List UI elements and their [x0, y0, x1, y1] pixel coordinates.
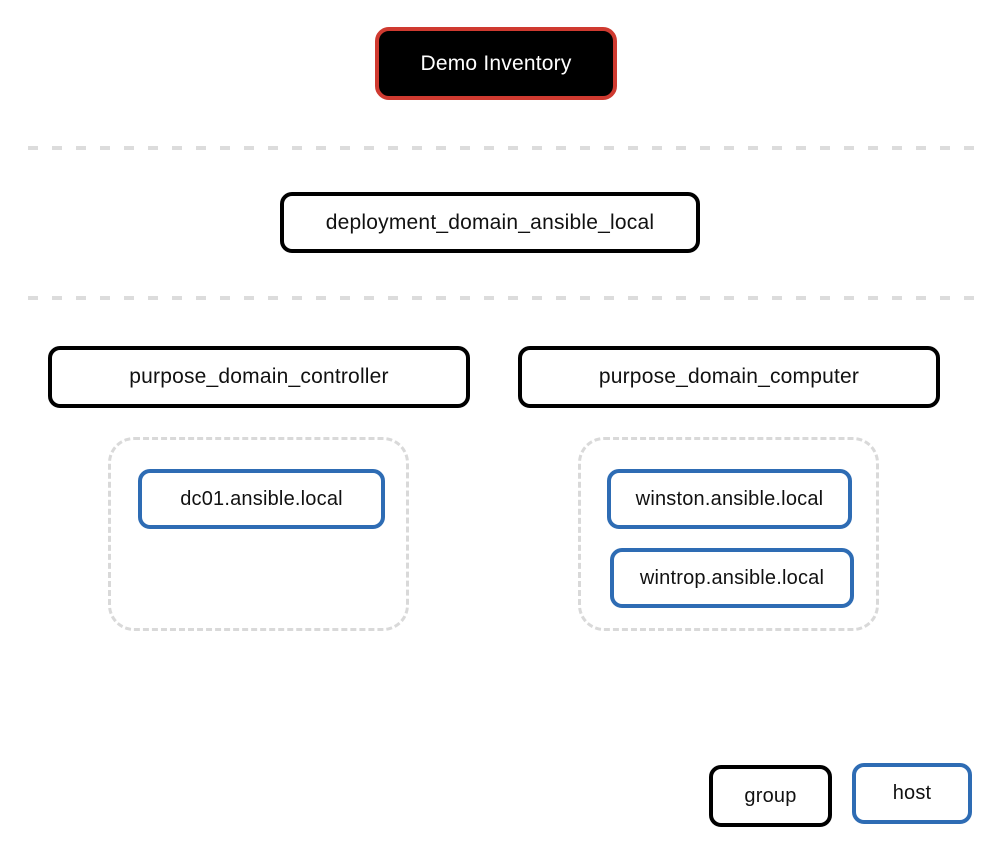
tier-separator-middle	[28, 296, 976, 300]
node-group-purpose-controller: purpose_domain_controller	[48, 346, 470, 408]
node-group-deployment-domain: deployment_domain_ansible_local	[280, 192, 700, 253]
node-group-purpose-computer: purpose_domain_computer	[518, 346, 940, 408]
node-host-dc01: dc01.ansible.local	[138, 469, 385, 529]
node-inventory-root: Demo Inventory	[375, 27, 617, 100]
node-host-winston: winston.ansible.local	[607, 469, 852, 529]
cluster-computer-hosts: winston.ansible.local wintrop.ansible.lo…	[578, 437, 879, 631]
node-host-wintrop: wintrop.ansible.local	[610, 548, 854, 608]
cluster-controller-hosts: dc01.ansible.local	[108, 437, 409, 631]
legend-group-box: group	[709, 765, 832, 827]
tier-separator-top	[28, 146, 976, 150]
legend-host-box: host	[852, 763, 972, 824]
